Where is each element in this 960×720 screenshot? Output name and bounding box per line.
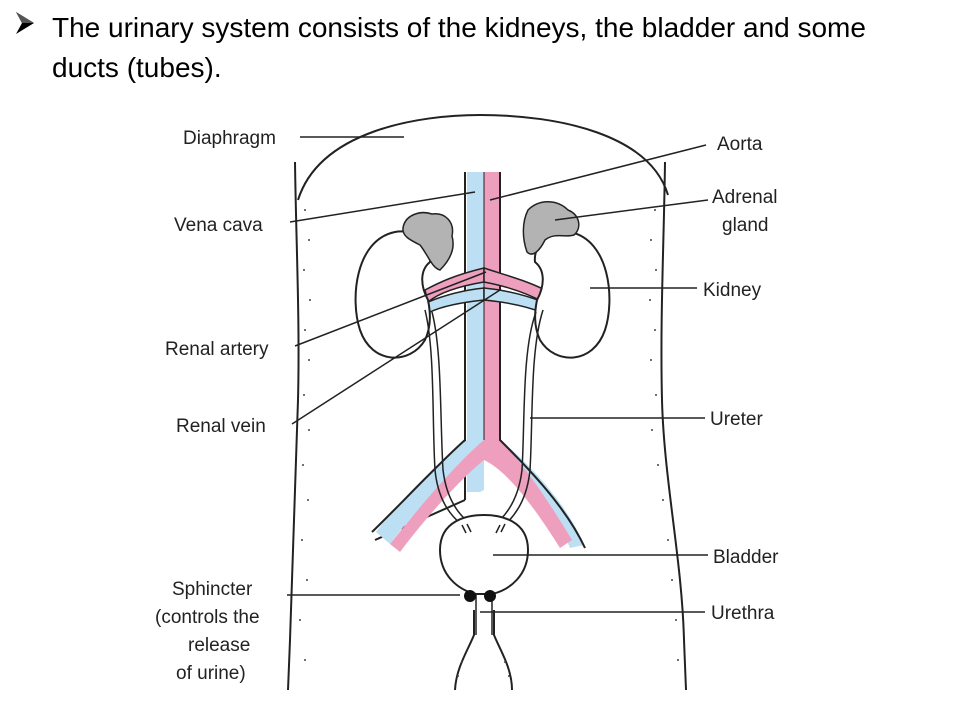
sphincter-label-line2: (controls the xyxy=(155,607,260,628)
left-kidney xyxy=(354,230,432,359)
ureters xyxy=(424,309,544,526)
leader-lines xyxy=(287,136,709,613)
body-stipple xyxy=(299,209,679,677)
bladder xyxy=(438,513,530,595)
diaphragm-label: Diaphragm xyxy=(183,128,276,149)
right-adrenal-gland xyxy=(522,201,580,255)
left-adrenal-gland xyxy=(402,211,454,271)
renal-vein-label: Renal vein xyxy=(176,416,266,437)
right-kidney xyxy=(533,230,611,359)
sphincter-label-line1: Sphincter xyxy=(172,579,253,600)
bladder-label: Bladder xyxy=(713,547,779,568)
vena-cava-label: Vena cava xyxy=(174,215,263,236)
arrow-bullet-icon xyxy=(16,12,34,34)
renal-artery-label: Renal artery xyxy=(165,339,269,360)
bullet-text: The urinary system consists of the kidne… xyxy=(52,12,866,83)
kidney-label: Kidney xyxy=(703,280,762,301)
urethra-label: Urethra xyxy=(711,603,775,624)
sphincter-label-line3: release xyxy=(188,635,250,656)
sphincter-label-line4: of urine) xyxy=(176,663,246,684)
adrenal-gland-label-line2: gland xyxy=(722,215,769,236)
body-outline xyxy=(287,113,687,691)
sphincter xyxy=(464,590,496,602)
adrenal-gland-label-line1: Adrenal xyxy=(712,187,778,208)
aorta xyxy=(371,172,586,552)
aorta-label: Aorta xyxy=(717,134,763,155)
ureter-label: Ureter xyxy=(710,409,763,430)
